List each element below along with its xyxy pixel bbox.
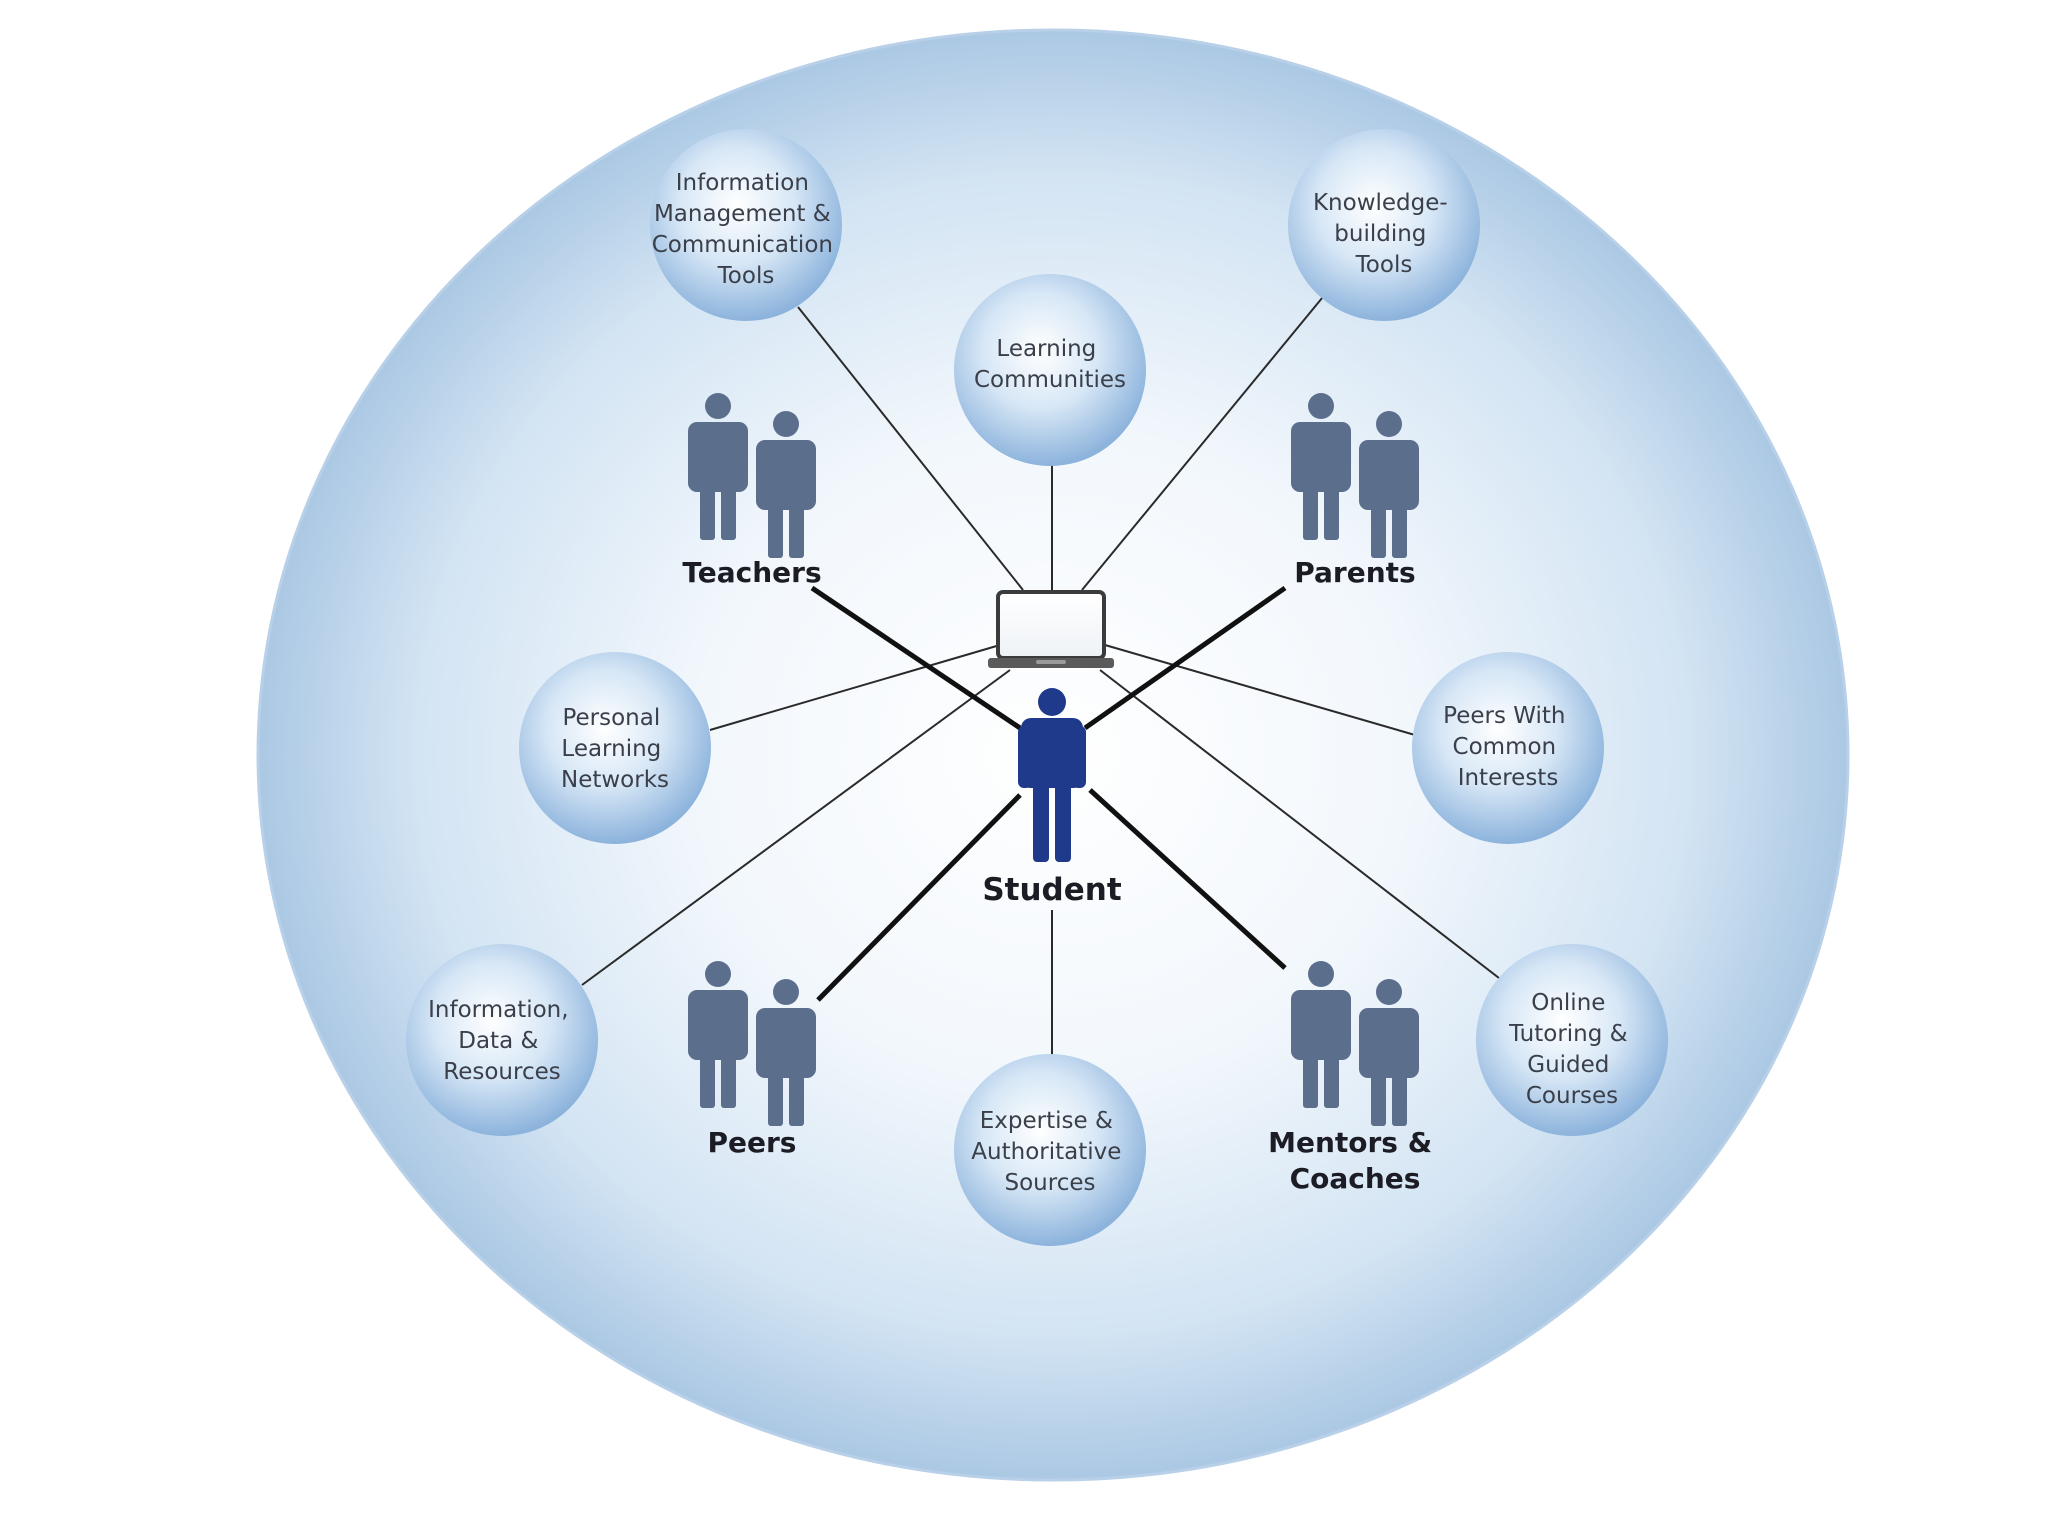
svg-text:Information, Data &: Information, Data & Resources xyxy=(428,997,576,1085)
connector-teachers xyxy=(810,585,1022,731)
resource-bubble-online-tutoring: Online Tutoring & Guided Courses xyxy=(1476,944,1668,1136)
svg-text:Expertise & Authoritativ: Expertise & Authoritative Sources xyxy=(971,1108,1128,1196)
connector-peers xyxy=(816,793,1022,1002)
resource-bubble-personal-learning: Personal Learning Networks xyxy=(519,652,711,844)
connector-info-data xyxy=(581,669,1011,986)
resource-bubble-knowledge-building: Knowledge- building Tools xyxy=(1288,129,1480,321)
mentors-people-icon xyxy=(1291,961,1419,1126)
group-connectors xyxy=(810,585,1287,1002)
connector-mentors xyxy=(1088,788,1287,970)
parents-people-icon xyxy=(1291,393,1419,558)
connector-personal-learning xyxy=(709,644,1001,731)
group-label-teachers: Teachers xyxy=(682,556,821,589)
group-label-mentors: Mentors & Coaches xyxy=(1268,1126,1442,1195)
svg-text:Online Tutoring &: Online Tutoring & Guided Courses xyxy=(1508,990,1635,1109)
svg-text:Information Management &: Information Management & Communication T… xyxy=(652,170,841,289)
group-label-peers: Peers xyxy=(708,1126,797,1159)
connector-parents xyxy=(1083,585,1287,731)
connector-knowledge-building xyxy=(1081,291,1328,591)
svg-text:Learning Communities: Learning Communities xyxy=(974,336,1126,393)
resource-bubble-peers-common: Peers With Common Interests xyxy=(1412,652,1604,844)
peers-people-icon xyxy=(688,961,816,1126)
svg-text:Personal Learning: Personal Learning Networks xyxy=(561,705,669,793)
connector-info-mgmt xyxy=(797,306,1024,591)
laptop-icon xyxy=(988,590,1114,668)
resource-bubble-info-mgmt: Information Management & Communication T… xyxy=(650,129,842,321)
connector-online-tutoring xyxy=(1099,669,1509,986)
svg-text:Peers With Common: Peers With Common Interests xyxy=(1443,703,1573,791)
svg-text:Knowledge- building: Knowledge- building Tools xyxy=(1313,190,1455,278)
resource-bubble-expertise: Expertise & Authoritative Sources xyxy=(954,1054,1146,1246)
student-label: Student xyxy=(982,872,1121,908)
group-label-parents: Parents xyxy=(1294,556,1415,589)
resource-bubble-info-data: Information, Data & Resources xyxy=(406,944,598,1136)
student-person-icon xyxy=(1018,688,1086,862)
connector-peers-common xyxy=(1104,644,1416,736)
resource-bubble-learning-communities: Learning Communities xyxy=(954,274,1146,466)
teachers-people-icon xyxy=(688,393,816,558)
resource-connectors xyxy=(581,291,1509,1062)
